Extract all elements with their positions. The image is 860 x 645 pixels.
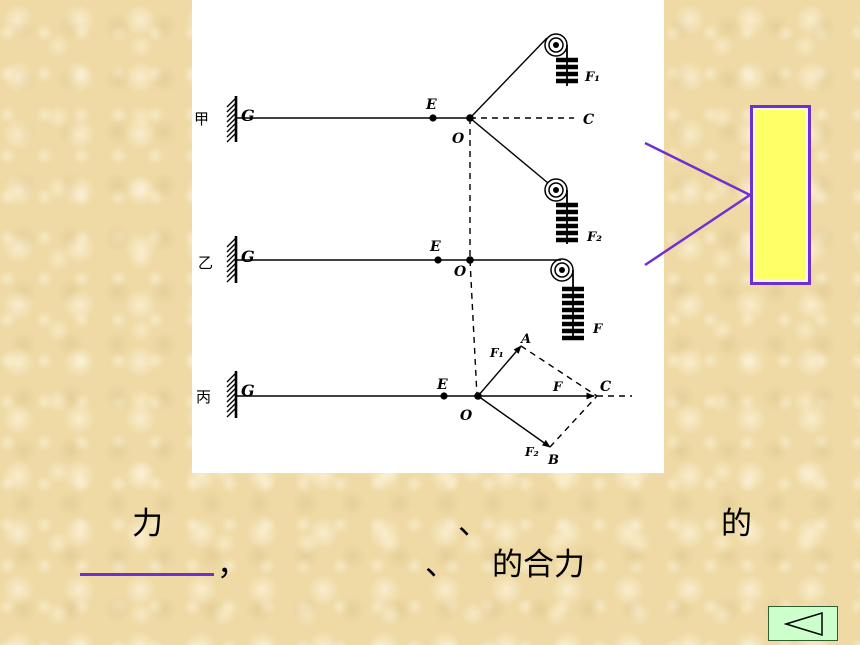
point-e-dot — [434, 256, 442, 264]
point-o-dot — [474, 392, 482, 400]
point-o-label: O — [452, 131, 465, 147]
wall-hatch — [226, 97, 237, 143]
point-e-label: E — [436, 377, 448, 393]
rope-to-pulley-2 — [469, 117, 549, 184]
experiment-bing: 丙 G E O F₁ A F C F₂ B — [196, 332, 632, 468]
left-triangle-icon — [783, 611, 823, 636]
physics-diagram: 甲 G E C F₁ — [192, 0, 664, 473]
caption-text: 、 — [425, 547, 456, 583]
point-o-label: O — [460, 408, 473, 424]
parallelogram-edge-bc — [549, 395, 598, 448]
pulley-axle — [559, 267, 565, 273]
caption-text: 力 — [132, 506, 163, 542]
connector-line-lower — [644, 193, 751, 267]
row-label-bing: 丙 — [196, 388, 211, 406]
rope-to-pulley-1 — [469, 37, 548, 119]
wall-hatch — [226, 372, 237, 418]
caption-text: 的合力 — [492, 547, 585, 583]
pulley-middle-ring — [548, 37, 564, 53]
pulley-3 — [550, 258, 574, 282]
point-a-label: A — [519, 332, 531, 347]
experiment-jia: 甲 G E C F₁ — [194, 33, 602, 260]
pulley-1 — [544, 33, 568, 57]
diagram-background — [192, 0, 664, 473]
weight-stack-f — [562, 286, 584, 341]
parallelogram-edge-ac — [520, 345, 598, 397]
wall-label-g: G — [241, 247, 255, 266]
force-resultant-label: F — [552, 380, 563, 395]
point-e-label: E — [429, 239, 441, 255]
vertical-guide-yi-bing — [469, 259, 478, 397]
triangle-shape — [783, 611, 823, 636]
weight-stack-f1 — [556, 57, 578, 84]
pulley-2 — [544, 178, 568, 202]
force-f1-label: F₁ — [489, 346, 504, 360]
callout-box — [750, 105, 811, 285]
caption-text: 、 — [458, 506, 489, 542]
wall-label-g: G — [241, 381, 255, 400]
force-f2-label: F₂ — [586, 230, 602, 245]
back-button[interactable] — [768, 606, 838, 641]
force-f-label: F — [592, 322, 603, 337]
point-b-label: B — [547, 453, 559, 468]
pulley-axle — [553, 42, 559, 48]
caption-text: ， — [217, 547, 248, 583]
point-c-label: C — [600, 379, 611, 395]
pulley-axle — [553, 187, 559, 193]
point-e-label: E — [425, 97, 437, 113]
force-f1-arrow — [477, 345, 522, 397]
point-e-dot — [429, 114, 437, 122]
force-f2-label: F₂ — [524, 445, 539, 459]
row-label-yi: 乙 — [198, 254, 213, 272]
force-f1-label: F₁ — [584, 70, 600, 85]
point-e-dot — [440, 392, 448, 400]
point-o-label: O — [454, 264, 467, 280]
row-label-jia: 甲 — [194, 110, 209, 128]
experiment-yi: 乙 G E O F — [198, 236, 603, 397]
callout-connector — [644, 141, 751, 267]
caption-text: 的 — [721, 506, 752, 542]
pulley-middle-ring — [554, 262, 570, 278]
force-f2-arrow — [477, 395, 551, 448]
answer-blank — [80, 573, 214, 576]
point-c-label: C — [583, 112, 594, 128]
wall-label-g: G — [241, 106, 255, 125]
connector-line-upper — [644, 141, 751, 197]
weight-stack-f2 — [556, 202, 578, 243]
wall-hatch — [226, 237, 237, 283]
pulley-middle-ring — [548, 182, 564, 198]
